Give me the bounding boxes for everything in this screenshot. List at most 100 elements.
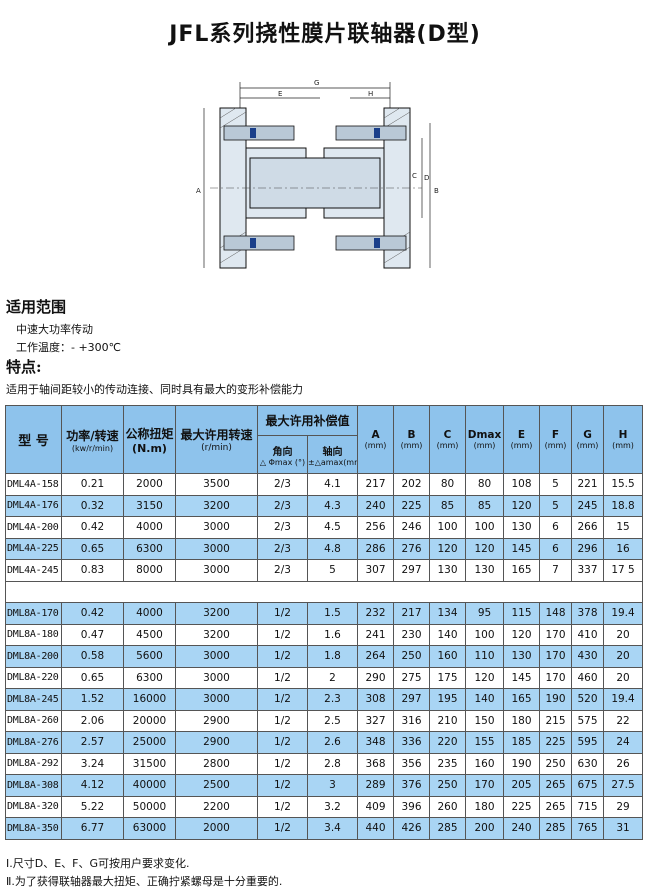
cell-speed: 2800 [175, 752, 258, 775]
cell-torque: 63000 [123, 817, 176, 840]
spec-table: 型 号 功率/转速 (kw/r/min) 公称扭矩 (N.m) 最大许用转速 (… [4, 405, 644, 840]
cell-torque: 6300 [123, 537, 176, 560]
cell-model: DML4A-176 [5, 494, 62, 517]
cell-b: 217 [393, 602, 431, 625]
cell-e: 108 [503, 473, 541, 496]
cell-a: 307 [357, 559, 395, 582]
header-compensation: 最大许用补偿值 [256, 405, 359, 436]
cell-d: 170 [465, 774, 505, 797]
cell-f: 190 [539, 688, 573, 711]
cell-h: 20 [603, 666, 644, 689]
cell-b: 297 [393, 559, 431, 582]
cell-c: 260 [429, 795, 467, 818]
cell-c: 120 [429, 537, 467, 560]
cell-axial: 5 [306, 559, 359, 582]
cell-a: 256 [357, 516, 395, 539]
cell-g: 595 [571, 731, 605, 754]
header-axial-label: 轴向 [322, 446, 343, 458]
cell-angle: 2/3 [257, 559, 308, 582]
cell-axial: 4.8 [306, 537, 359, 560]
cell-c: 85 [429, 494, 467, 517]
cell-torque: 4500 [123, 623, 176, 646]
cell-h: 29 [603, 795, 644, 818]
cell-speed: 3000 [175, 688, 258, 711]
cell-c: 235 [429, 752, 467, 775]
cell-angle: 2/3 [257, 473, 308, 496]
header-b: B(mm) [393, 405, 431, 474]
dim-b-label: B [434, 187, 439, 195]
header-e-label: E [517, 429, 526, 441]
cell-speed: 3000 [175, 537, 258, 560]
cell-model: DML8A-292 [5, 752, 62, 775]
cell-power: 0.83 [61, 559, 124, 582]
cell-c: 160 [429, 645, 467, 668]
cell-h: 15.5 [603, 473, 644, 496]
cell-axial: 3.4 [306, 817, 359, 840]
header-torque-label: 公称扭矩 [125, 426, 174, 441]
cell-f: 6 [539, 537, 573, 560]
cell-power: 0.42 [61, 516, 124, 539]
header-f-unit: (mm) [544, 441, 567, 450]
dim-h-label: H [368, 90, 373, 98]
cell-f: 265 [539, 774, 573, 797]
cell-h: 26 [603, 752, 644, 775]
header-e: E(mm) [503, 405, 541, 474]
cell-speed: 3000 [175, 645, 258, 668]
cell-f: 5 [539, 473, 573, 496]
cell-angle: 1/2 [257, 666, 308, 689]
cell-e: 115 [503, 602, 541, 625]
cell-axial: 1.8 [306, 645, 359, 668]
header-f: F(mm) [539, 405, 573, 474]
cell-d: 80 [465, 473, 505, 496]
cell-h: 17 5 [603, 559, 644, 582]
cell-axial: 2.5 [306, 709, 359, 732]
cell-a: 217 [357, 473, 395, 496]
header-h-unit: (mm) [612, 441, 634, 450]
dim-e-label: E [278, 90, 282, 98]
cell-d: 155 [465, 731, 505, 754]
cell-b: 230 [393, 623, 431, 646]
cell-g: 675 [571, 774, 605, 797]
cell-angle: 1/2 [257, 752, 308, 775]
cell-angle: 1/2 [257, 602, 308, 625]
header-a-label: A [371, 429, 380, 441]
cell-axial: 4.3 [306, 494, 359, 517]
cell-g: 575 [571, 709, 605, 732]
cell-c: 210 [429, 709, 467, 732]
cell-g: 765 [571, 817, 605, 840]
cell-model: DML8A-220 [5, 666, 62, 689]
table-spacer-row [4, 580, 644, 603]
cell-c: 130 [429, 559, 467, 582]
cell-f: 250 [539, 752, 573, 775]
cell-torque: 6300 [123, 666, 176, 689]
cell-f: 148 [539, 602, 573, 625]
cell-torque: 16000 [123, 688, 176, 711]
cell-axial: 4.5 [306, 516, 359, 539]
header-model: 型 号 [5, 405, 62, 474]
dim-g-label: G [314, 79, 319, 87]
cell-e: 165 [503, 688, 541, 711]
cell-model: DML8A-245 [5, 688, 62, 711]
cell-h: 19.4 [603, 688, 644, 711]
cell-model: DML4A-158 [5, 473, 62, 496]
cell-e: 185 [503, 731, 541, 754]
header-g-unit: (mm) [576, 441, 599, 450]
cell-speed: 3500 [175, 473, 258, 496]
cell-torque: 25000 [123, 731, 176, 754]
dim-a-label: A [196, 187, 201, 195]
cell-a: 290 [357, 666, 395, 689]
cell-b: 426 [393, 817, 431, 840]
note-2: Ⅱ.为了获得联轴器最大扭矩、正确拧紧螺母是十分重要的. [6, 875, 283, 888]
cell-g: 337 [571, 559, 605, 582]
cell-h: 27.5 [603, 774, 644, 797]
cell-torque: 31500 [123, 752, 176, 775]
cell-axial: 4.1 [306, 473, 359, 496]
header-c-label: C [443, 429, 452, 441]
cell-b: 250 [393, 645, 431, 668]
cell-c: 285 [429, 817, 467, 840]
